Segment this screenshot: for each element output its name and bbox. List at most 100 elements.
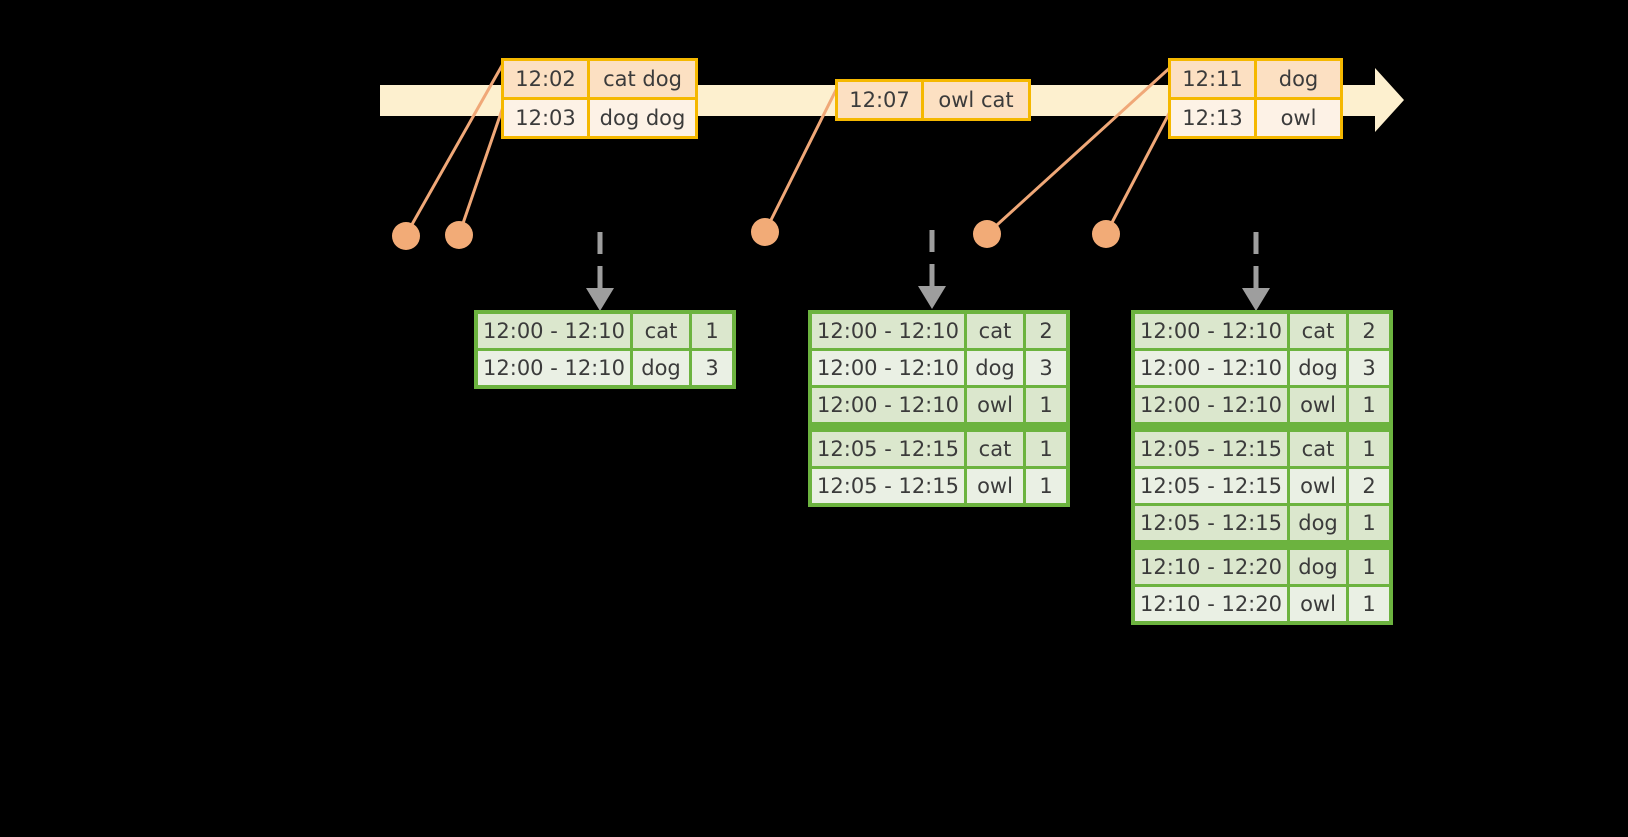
event-value: dog dog: [590, 100, 695, 136]
connector-2: [457, 103, 506, 236]
count-cell: 3: [1349, 351, 1389, 385]
window-range-cell: 12:05 - 12:15: [812, 469, 964, 503]
count-cell: 1: [1349, 587, 1389, 621]
window-range-cell: 12:00 - 12:10: [478, 314, 630, 348]
key-cell: owl: [1290, 388, 1346, 422]
key-cell: cat: [1290, 314, 1346, 348]
table-group-separator: [1135, 543, 1389, 547]
window-range-cell: 12:00 - 12:10: [478, 351, 630, 385]
timeline-event-group-1[interactable]: 12:02 cat dog 12:03 dog dog: [501, 58, 698, 139]
count-cell: 3: [692, 351, 732, 385]
key-cell: cat: [967, 314, 1023, 348]
window-range-cell: 12:00 - 12:10: [1135, 314, 1287, 348]
event-time: 12:03: [504, 100, 590, 136]
count-cell: 3: [1026, 351, 1066, 385]
timeline-event-row[interactable]: 12:02 cat dog: [504, 61, 695, 97]
window-range-cell: 12:00 - 12:10: [1135, 388, 1287, 422]
event-time: 12:02: [504, 61, 590, 97]
dashed-arrow-head-3: [1242, 288, 1270, 311]
event-dot-5: [1092, 220, 1120, 248]
timeline-event-group-3[interactable]: 12:11 dog 12:13 owl: [1168, 58, 1343, 139]
key-cell: dog: [967, 351, 1023, 385]
event-value: owl cat: [924, 82, 1028, 118]
key-cell: dog: [1290, 550, 1346, 584]
timeline-event-row[interactable]: 12:07 owl cat: [838, 82, 1028, 118]
timeline-event-row[interactable]: 12:13 owl: [1171, 97, 1340, 136]
window-range-cell: 12:00 - 12:10: [812, 314, 964, 348]
count-cell: 1: [1026, 388, 1066, 422]
event-value: owl: [1257, 100, 1340, 136]
event-value: cat dog: [590, 61, 695, 97]
table-group-separator: [1135, 425, 1389, 429]
event-time: 12:11: [1171, 61, 1257, 97]
event-time: 12:13: [1171, 100, 1257, 136]
event-dot-4: [973, 220, 1001, 248]
window-range-cell: 12:10 - 12:20: [1135, 550, 1287, 584]
dashed-arrow-head-1: [586, 288, 614, 311]
count-cell: 2: [1349, 314, 1389, 348]
dashed-arrow-head-2: [918, 286, 946, 309]
table-group-separator: [812, 425, 1066, 429]
window-range-cell: 12:00 - 12:10: [812, 351, 964, 385]
event-value: dog: [1257, 61, 1340, 97]
window-range-cell: 12:05 - 12:15: [1135, 469, 1287, 503]
window-range-cell: 12:10 - 12:20: [1135, 587, 1287, 621]
window-range-cell: 12:05 - 12:15: [1135, 506, 1287, 540]
window-range-cell: 12:00 - 12:10: [812, 388, 964, 422]
key-cell: cat: [967, 432, 1023, 466]
window-range-cell: 12:05 - 12:15: [812, 432, 964, 466]
timeline-event-row[interactable]: 12:11 dog: [1171, 61, 1340, 97]
count-cell: 1: [1349, 550, 1389, 584]
count-cell: 1: [1349, 506, 1389, 540]
key-cell: owl: [1290, 469, 1346, 503]
timeline-event-row[interactable]: 12:03 dog dog: [504, 97, 695, 136]
key-cell: dog: [1290, 506, 1346, 540]
count-cell: 1: [1349, 432, 1389, 466]
key-cell: dog: [1290, 351, 1346, 385]
key-cell: cat: [1290, 432, 1346, 466]
timeline-event-group-2[interactable]: 12:07 owl cat: [835, 79, 1031, 121]
key-cell: owl: [967, 388, 1023, 422]
key-cell: dog: [633, 351, 689, 385]
timeline-arrowhead: [1375, 68, 1404, 132]
window-range-cell: 12:05 - 12:15: [1135, 432, 1287, 466]
window-range-cell: 12:00 - 12:10: [1135, 351, 1287, 385]
dashed-arrows: [597, 230, 1259, 290]
count-cell: 1: [1026, 432, 1066, 466]
connector-3: [763, 81, 842, 233]
key-cell: cat: [633, 314, 689, 348]
count-cell: 1: [1349, 388, 1389, 422]
event-dots: [392, 218, 1120, 250]
count-cell: 1: [1026, 469, 1066, 503]
key-cell: owl: [967, 469, 1023, 503]
dashed-arrow-heads: [586, 286, 1270, 311]
event-dot-1: [392, 222, 420, 250]
event-dot-3: [751, 218, 779, 246]
count-cell: 2: [1349, 469, 1389, 503]
event-time: 12:07: [838, 82, 924, 118]
connector-5: [1104, 103, 1176, 235]
connector-1: [404, 61, 506, 236]
count-cell: 2: [1026, 314, 1066, 348]
event-dot-2: [445, 221, 473, 249]
key-cell: owl: [1290, 587, 1346, 621]
